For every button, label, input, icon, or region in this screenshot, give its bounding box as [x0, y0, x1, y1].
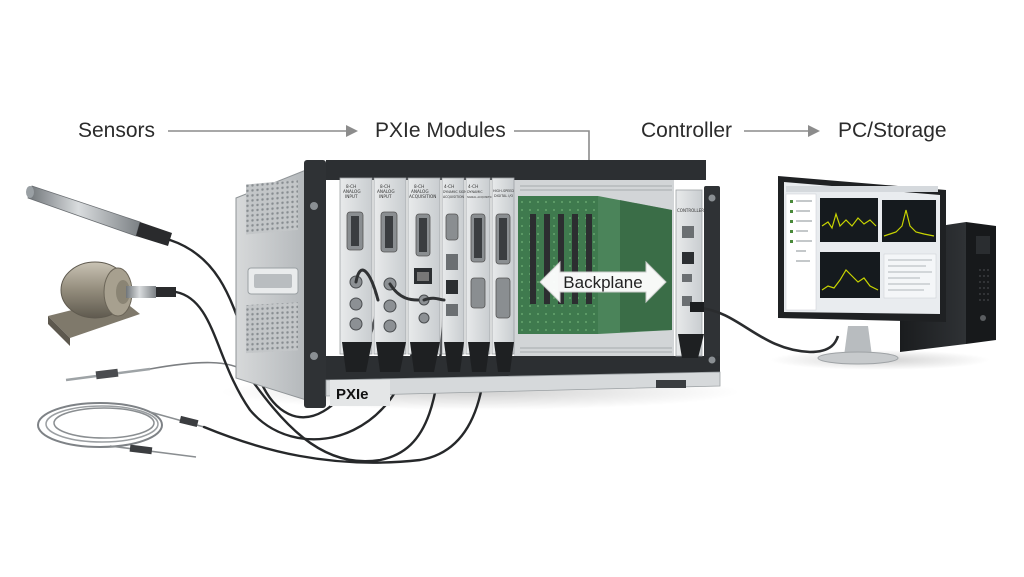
module-2-label-2: ANALOG — [377, 189, 395, 194]
chassis-brand-label: PXIe — [336, 386, 369, 403]
module-1-label-1: 8-CH — [346, 184, 356, 189]
module-3-label-1: 8-CH — [414, 184, 424, 189]
module-slot-1: 8-CH ANALOG INPUT — [339, 177, 373, 355]
controller-label: Controller — [641, 119, 733, 142]
module-5-label-2: DYNAMIC — [467, 190, 483, 194]
module-connector-cables — [354, 268, 446, 302]
slot-guides — [520, 185, 672, 353]
sensors-label: Sensors — [78, 119, 156, 142]
controller-to-pc-cable — [690, 302, 840, 354]
module-slot-2: 8-CH ANALOG INPUT — [373, 177, 407, 355]
monitor — [778, 176, 946, 365]
module-3-label-2: ANALOG — [411, 189, 429, 194]
pxie-modules-label: PXIe Modules — [375, 119, 506, 142]
pc-storage-label: PC/Storage — [838, 119, 947, 142]
monitor-screen — [785, 186, 938, 311]
module-5-label-3: SIGNAL ACQUISITION — [467, 195, 494, 199]
module-slot-4: 4-CH DYNAMIC SIGNAL ACQUISITION — [441, 177, 471, 355]
backplane-label: Backplane — [563, 273, 642, 292]
module-5-label-1: 4-CH — [468, 184, 478, 189]
module-6-label-2: DIGITAL I/O — [494, 194, 513, 198]
coiled-cable-sensor — [37, 402, 205, 458]
controller-module: CONTROLLER — [675, 189, 704, 357]
module-4-label-3: ACQUISITION — [443, 195, 464, 199]
sensors-group — [26, 185, 247, 458]
module-3-label-3: ACQUISITION — [409, 194, 436, 199]
module-1-label-2: ANALOG — [343, 189, 361, 194]
backplane-pcb — [518, 196, 672, 334]
module-6-label-1: HIGH-SPEED — [493, 189, 514, 193]
controller-module-label: CONTROLLER — [677, 208, 704, 213]
module-slot-6: HIGH-SPEED DIGITAL I/O — [491, 177, 514, 355]
module-4-label-2: DYNAMIC SIGNAL — [443, 190, 471, 194]
module-slot-3: 8-CH ANALOG ACQUISITION — [407, 177, 441, 355]
thermocouple-sensor — [65, 361, 247, 382]
module-2-label-1: 8-CH — [380, 184, 390, 189]
double-arrow-icon: Backplane — [539, 260, 667, 304]
module-4-label-1: 4-CH — [444, 184, 454, 189]
ejector-handles — [342, 334, 704, 372]
module-2-label-3: INPUT — [379, 194, 392, 199]
module-1-label-3: INPUT — [345, 194, 358, 199]
arrow-right-icon — [168, 125, 358, 137]
probe-sensor — [26, 185, 172, 246]
accelerometer-sensor — [48, 261, 176, 346]
arrow-right-icon — [744, 125, 820, 137]
module-slot-5: 4-CH DYNAMIC SIGNAL ACQUISITION — [465, 177, 494, 355]
